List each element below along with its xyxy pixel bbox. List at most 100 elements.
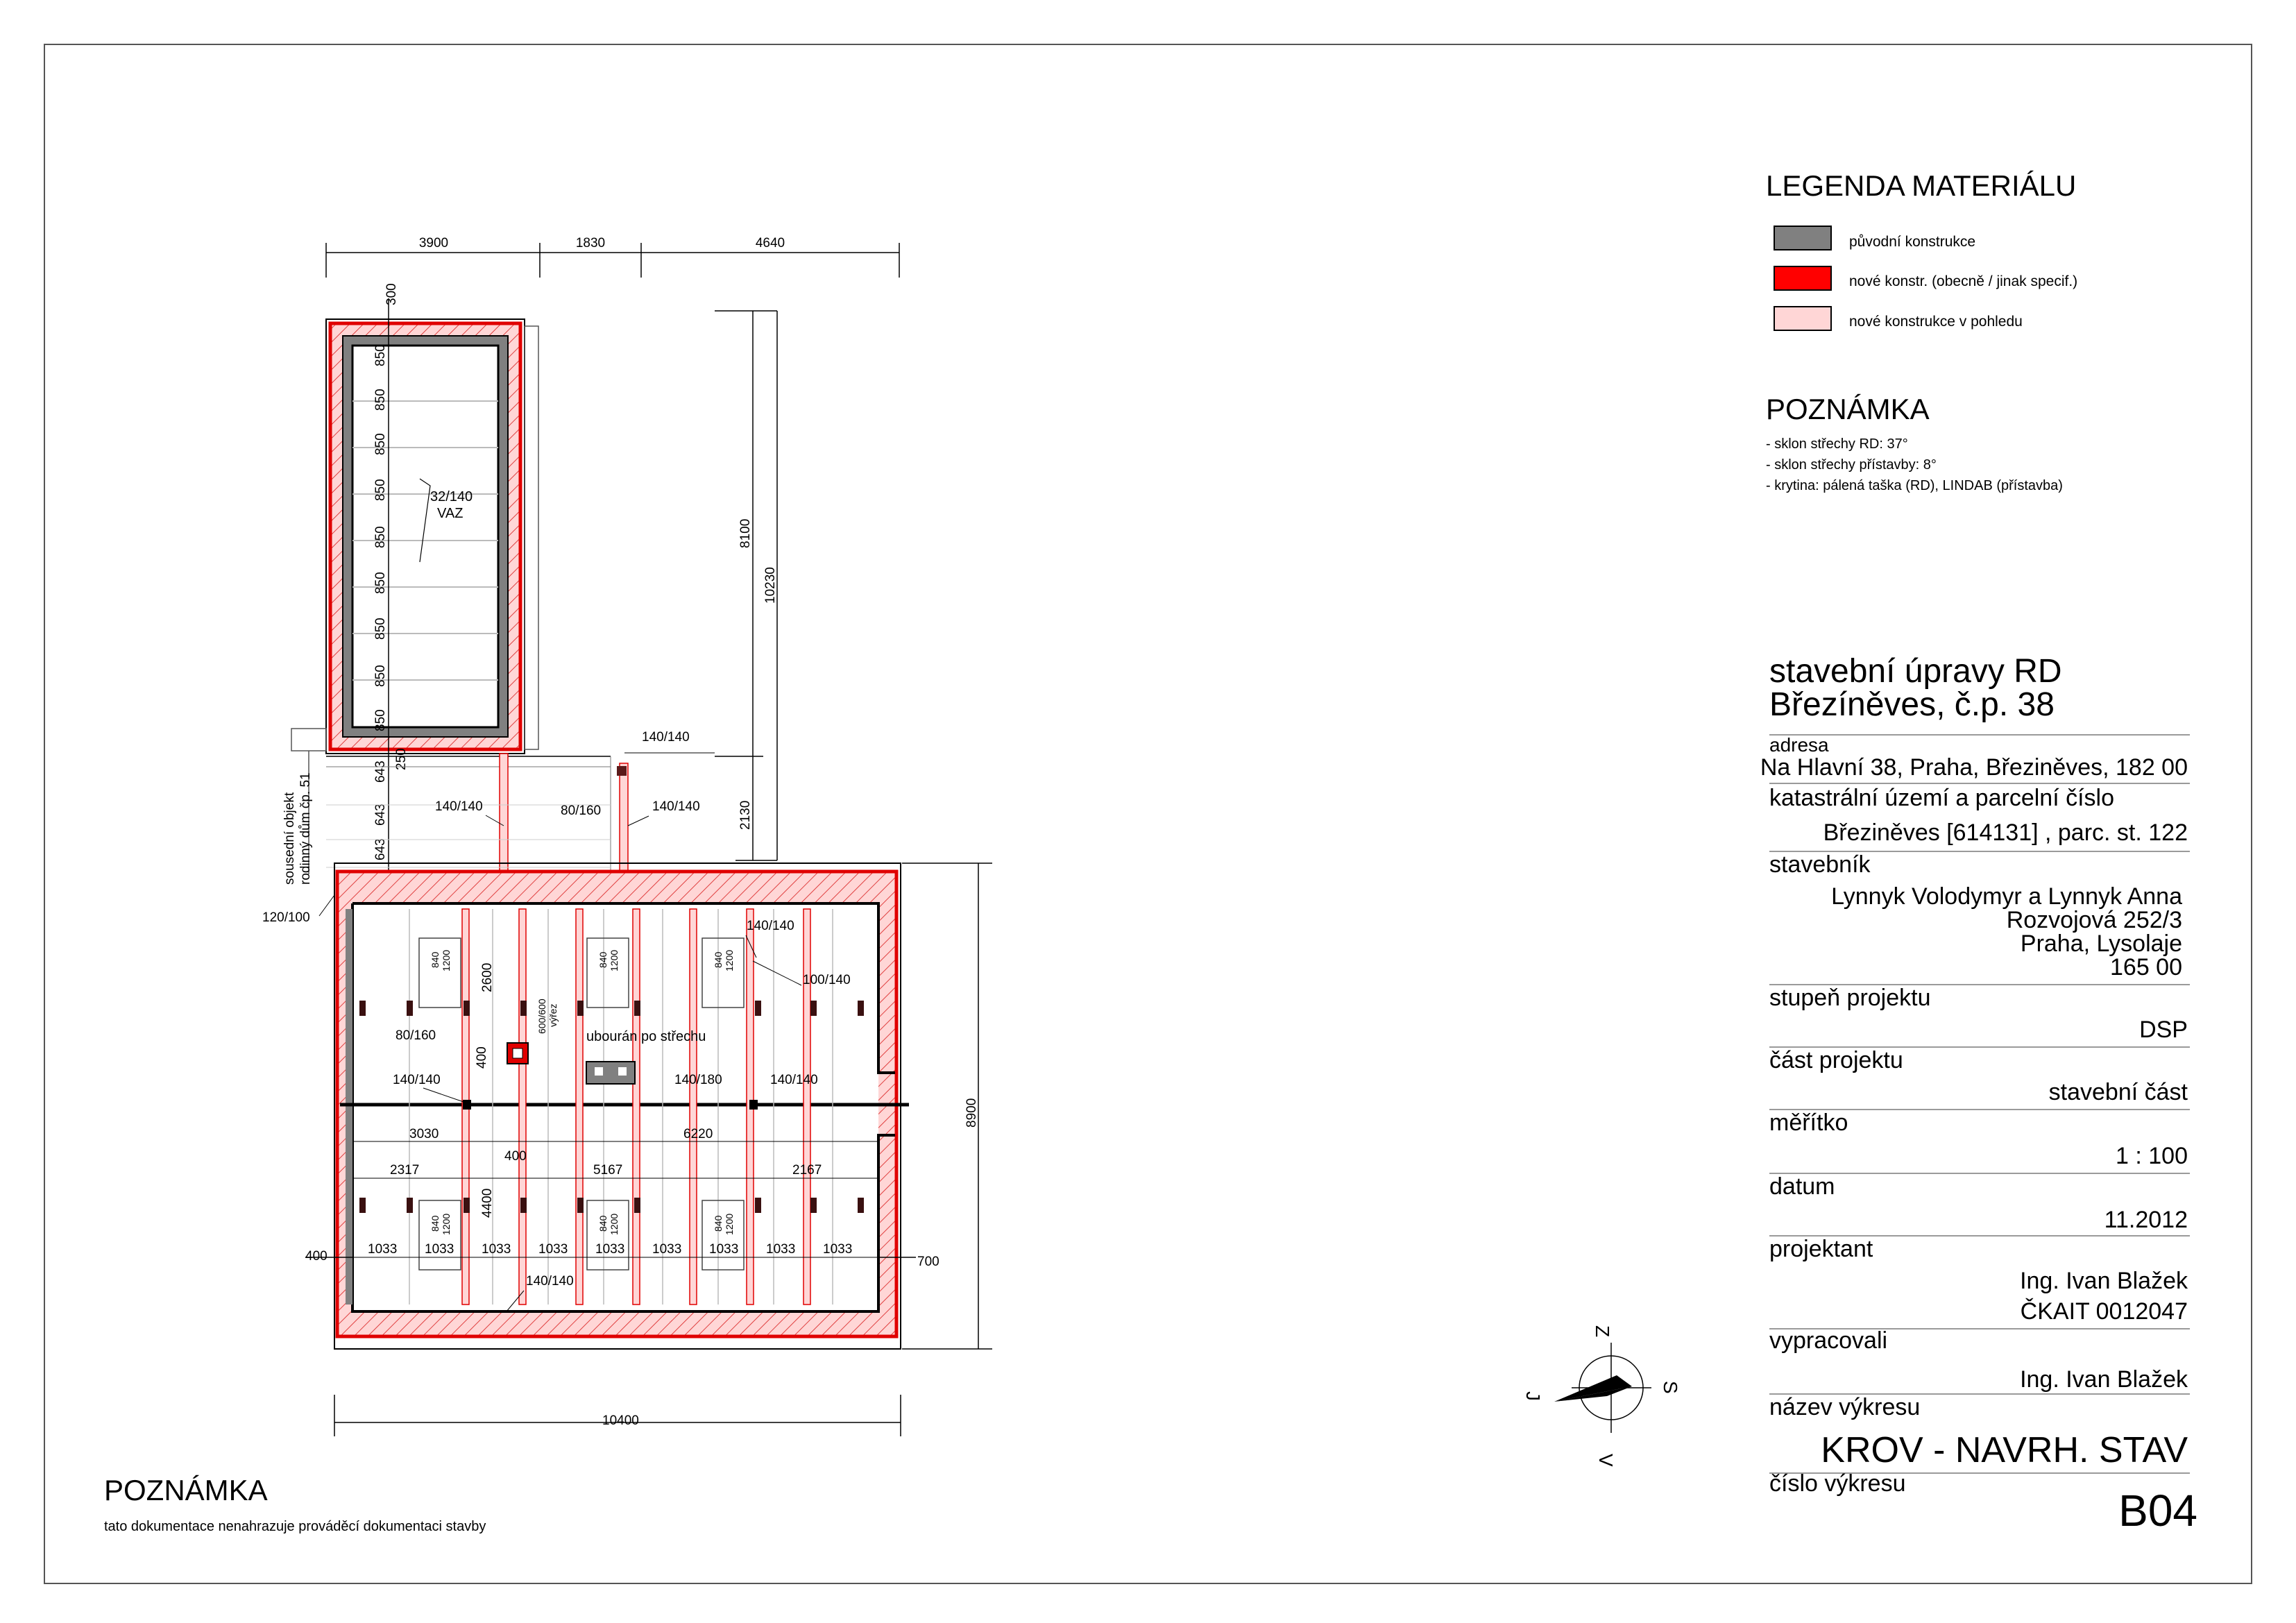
cislo-value: B04 (2118, 1486, 2197, 1536)
label-140-180: 140/180 (674, 1073, 722, 1087)
label-140-140-f: 140/140 (770, 1073, 818, 1087)
svg-text:840: 840 (597, 951, 609, 968)
svg-text:840: 840 (713, 1215, 724, 1232)
posts-upper-row (359, 1001, 864, 1016)
dim-6220: 6220 (683, 1127, 713, 1141)
projektant-line-1: Ing. Ivan Blažek (2020, 1268, 2188, 1294)
label-140-140-e: 140/140 (393, 1073, 441, 1087)
svg-text:850: 850 (373, 433, 388, 455)
label-80-160-a: 80/160 (561, 804, 601, 818)
outer-dim-lines (305, 863, 992, 1436)
addition-roof-outline (334, 863, 909, 1350)
label-140-140-d: 140/140 (747, 919, 794, 933)
datum-value: 11.2012 (2104, 1207, 2188, 1233)
svg-text:1033: 1033 (766, 1242, 795, 1257)
label-140-140-g: 140/140 (526, 1274, 574, 1289)
note-bottom-text: tato dokumentace nenahrazuje prováděcí d… (104, 1519, 486, 1534)
stupen-value: DSP (2139, 1017, 2188, 1043)
dim-10230: 10230 (763, 567, 778, 604)
dim-2130: 2130 (738, 801, 753, 830)
svg-text:643: 643 (373, 804, 388, 826)
note-top-line-1: - sklon střechy RD: 37° (1766, 436, 1908, 452)
adresa-label: adresa (1769, 734, 1829, 756)
nazev-value: KROV - NAVRH. STAV (1821, 1430, 2188, 1470)
project-title-line-1: stavební úpravy RD (1769, 653, 2062, 690)
label-uburan: ubourán po střechu (586, 1029, 706, 1044)
datum-label: datum (1769, 1173, 1835, 1200)
svg-text:1033: 1033 (595, 1242, 624, 1257)
dim-3030: 3030 (409, 1127, 439, 1141)
svg-text:1200: 1200 (724, 1214, 735, 1235)
katastr-label: katastrální území a parcelní číslo (1769, 785, 2115, 811)
dim-top-1830: 1830 (576, 236, 605, 250)
katastr-value: Březiněves [614131] , parc. st. 122 (1823, 819, 2188, 846)
compass-north: Z (1592, 1325, 1613, 1337)
svg-text:850: 850 (373, 618, 388, 640)
svg-text:1033: 1033 (368, 1242, 397, 1257)
svg-text:850: 850 (373, 389, 388, 411)
svg-text:643: 643 (373, 760, 388, 783)
svg-text:643: 643 (373, 838, 388, 860)
label-vyrez: 600/600 (536, 999, 547, 1034)
adresa-value: Na Hlavní 38, Praha, Březiněves, 182 00 (1760, 754, 2188, 781)
svg-text:840: 840 (430, 1215, 441, 1232)
svg-text:840: 840 (597, 1215, 609, 1232)
note-top-title: POZNÁMKA (1766, 393, 1930, 425)
svg-text:1200: 1200 (724, 950, 735, 971)
svg-text:840: 840 (430, 951, 441, 968)
dim-8100: 8100 (738, 519, 753, 548)
svg-text:1033: 1033 (425, 1242, 454, 1257)
svg-text:1200: 1200 (609, 950, 620, 971)
svg-text:850: 850 (373, 665, 388, 687)
internal-dim-lines (352, 1141, 878, 1258)
note-top-line-2: - sklon střechy přístavby: 8° (1766, 457, 1937, 473)
meritko-label: měřítko (1769, 1110, 1848, 1136)
compass-east: S (1660, 1381, 1681, 1394)
compass-rose (1554, 1343, 1651, 1433)
note-top-line-3: - krytina: pálená taška (RD), LINDAB (př… (1766, 478, 2063, 493)
dim-top-3900: 3900 (419, 236, 448, 250)
svg-text:850: 850 (373, 479, 388, 501)
label-140-140-b: 140/140 (435, 799, 483, 814)
svg-text:1033: 1033 (652, 1242, 681, 1257)
dim-2317: 2317 (390, 1163, 419, 1178)
dim-4400: 4400 (480, 1189, 495, 1218)
label-120-100: 120/100 (262, 910, 310, 925)
cislo-label: číslo výkresu (1769, 1470, 1906, 1497)
label-140-140-a: 140/140 (642, 730, 690, 745)
label-neighbour-1: sousední objekt (282, 792, 297, 885)
stavebnik-label: stavebník (1769, 851, 1871, 878)
stupen-label: stupeň projektu (1769, 985, 1931, 1011)
addition-sub-rafters (409, 909, 833, 1305)
svg-text:1033: 1033 (482, 1242, 511, 1257)
legend-title: LEGENDA MATERIÁLU (1766, 169, 2077, 202)
dimension-top (325, 243, 900, 902)
sheet-border (44, 44, 2252, 1584)
chimney-existing (586, 1061, 636, 1085)
stavebnik-line-1: Lynnyk Volodymyr a Lynnyk Anna (1831, 883, 2182, 910)
projektant-label: projektant (1769, 1236, 1873, 1262)
dim-1033-row: 1033 1033 1033 1033 1033 1033 1033 1033 … (368, 1242, 852, 1257)
skylight-labels: 840 1200 840 1200 840 1200 840 1200 840 … (430, 950, 735, 1235)
label-100-140: 100/140 (803, 973, 851, 987)
label-vyrez-word: výřez (547, 1004, 559, 1027)
dim-10400: 10400 (602, 1413, 639, 1428)
legend-label-original: původní konstrukce (1849, 234, 1976, 250)
dim-5167: 5167 (593, 1163, 622, 1178)
projektant-line-2: ČKAIT 0012047 (2020, 1298, 2188, 1325)
svg-text:850: 850 (373, 526, 388, 548)
dim-400-b: 400 (504, 1149, 527, 1164)
compass-south: V (1595, 1454, 1617, 1467)
svg-text:1200: 1200 (609, 1214, 620, 1235)
svg-text:1033: 1033 (709, 1242, 738, 1257)
project-title-line-2: Březíněves, č.p. 38 (1769, 686, 2055, 723)
legend-label-view: nové konstrukce v pohledu (1849, 314, 2023, 330)
dim-top-4640: 4640 (756, 236, 785, 250)
svg-text:1033: 1033 (538, 1242, 568, 1257)
dim-8900: 8900 (964, 1098, 979, 1128)
label-neighbour-2: rodinný dům čp. 51 (298, 772, 313, 885)
note-bottom-title: POZNÁMKA (104, 1474, 268, 1506)
compass-west: J (1522, 1391, 1544, 1401)
house-rafters (352, 400, 498, 681)
